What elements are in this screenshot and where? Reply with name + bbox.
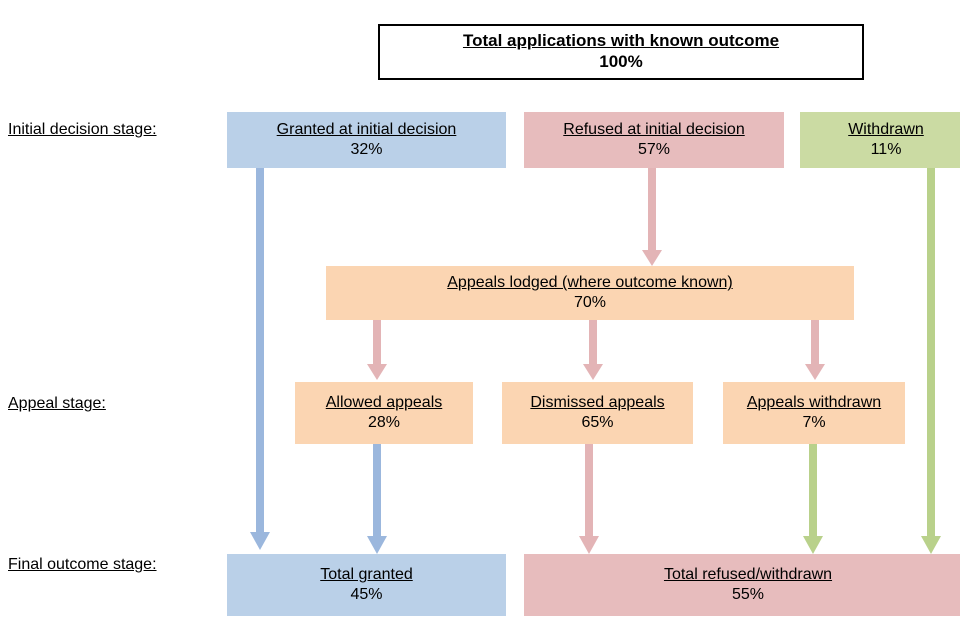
appeals-lodged-title: Appeals lodged (where outcome known): [447, 274, 733, 292]
granted-at-initial-decision-box: Granted at initial decision 32%: [227, 112, 506, 168]
appeals-withdrawn-title: Appeals withdrawn: [746, 394, 882, 412]
stage-label-final-outcome: Final outcome stage:: [8, 556, 157, 573]
arrow-appeals-lodged-to-dismissed: [583, 320, 603, 380]
allowed-appeals-title: Allowed appeals: [325, 394, 443, 412]
dismissed-appeals-title: Dismissed appeals: [530, 394, 665, 412]
total-refused-withdrawn-box: Total refused/withdrawn 55%: [524, 554, 960, 616]
granted-at-initial-decision-title: Granted at initial decision: [276, 121, 457, 139]
allowed-appeals-value: 28%: [367, 414, 401, 431]
arrow-refused-to-appeals-lodged: [642, 168, 662, 266]
total-applications-box: Total applications with known outcome 10…: [378, 24, 864, 80]
arrow-dismissed-to-total-refused: [579, 444, 599, 554]
total-refused-withdrawn-title: Total refused/withdrawn: [663, 566, 833, 584]
total-granted-box: Total granted 45%: [227, 554, 506, 616]
granted-at-initial-decision-value: 32%: [350, 141, 383, 158]
stage-label-initial-decision: Initial decision stage:: [8, 121, 157, 138]
dismissed-appeals-value: 65%: [581, 414, 614, 431]
arrow-appeals-lodged-to-allowed: [367, 320, 387, 380]
refused-at-initial-decision-box: Refused at initial decision 57%: [524, 112, 784, 168]
appeals-lodged-box: Appeals lodged (where outcome known) 70%: [326, 266, 854, 320]
appeals-withdrawn-box: Appeals withdrawn 7%: [723, 382, 905, 444]
arrow-appeals-withdrawn-to-total-refused: [803, 444, 823, 554]
total-granted-title: Total granted: [320, 566, 413, 584]
appeals-withdrawn-value: 7%: [802, 414, 826, 431]
appeals-lodged-value: 70%: [573, 294, 607, 311]
arrow-appeals-lodged-to-appeals-withdrawn: [805, 320, 825, 380]
total-refused-withdrawn-value: 55%: [731, 586, 765, 603]
total-applications-value: 100%: [599, 52, 643, 71]
total-granted-value: 45%: [350, 586, 383, 603]
arrow-withdrawn-to-total-refused: [921, 168, 941, 554]
total-applications-title: Total applications with known outcome: [462, 31, 780, 51]
withdrawn-value: 11%: [870, 141, 902, 158]
refused-at-initial-decision-value: 57%: [637, 141, 671, 158]
dismissed-appeals-box: Dismissed appeals 65%: [502, 382, 693, 444]
arrow-allowed-to-total-granted: [367, 444, 387, 554]
withdrawn-title: Withdrawn: [848, 121, 924, 139]
withdrawn-box: Withdrawn 11%: [800, 112, 960, 168]
stage-label-appeal: Appeal stage:: [8, 395, 106, 412]
arrow-granted-to-total-granted: [250, 168, 270, 550]
refused-at-initial-decision-title: Refused at initial decision: [563, 121, 745, 139]
allowed-appeals-box: Allowed appeals 28%: [295, 382, 473, 444]
